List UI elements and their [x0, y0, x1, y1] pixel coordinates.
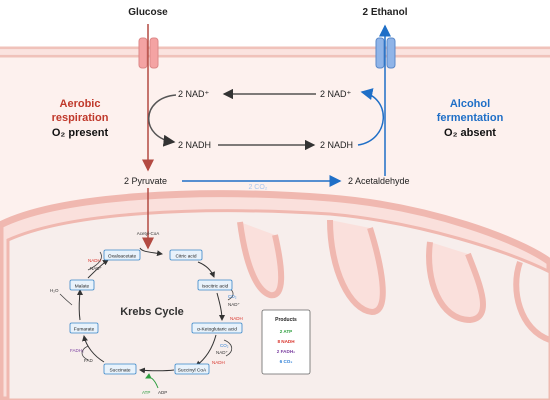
krebs-h2o-label: H₂O [50, 288, 59, 293]
fermentation-title-1: Alcohol [450, 98, 490, 110]
svg-text:Oxaloacetate: Oxaloacetate [108, 254, 137, 260]
side-arrow [81, 345, 89, 361]
cycle-arrow [87, 259, 109, 279]
krebs-node-citric-acid: Citric acid [169, 249, 203, 261]
pyruvate-label: 2 Pyruvate [124, 176, 167, 186]
svg-text:Citric acid: Citric acid [175, 254, 196, 260]
acetylcoa-label: Acetyl-CoA [137, 231, 160, 236]
side-arrow [223, 339, 233, 357]
krebs-nad-a-label: NAD⁺ [228, 302, 241, 307]
ethanol-label: 2 Ethanol [362, 7, 407, 18]
ethanol-transporter-icon [375, 37, 396, 69]
glucose-label: Glucose [128, 7, 168, 18]
cycle-arrow [197, 261, 215, 278]
aerobic-title-1: Aerobic [60, 98, 101, 110]
krebs-adp-label: ADP [158, 390, 167, 395]
plasma-membrane [0, 46, 550, 58]
fermentation-condition: O₂ absent [444, 127, 496, 139]
svg-text:α-Ketoglutaric acid: α-Ketoglutaric acid [197, 327, 237, 333]
krebs-node-succinate: Succinate [103, 363, 137, 375]
product-co2: 6 CO₂ [280, 359, 293, 364]
cycle-arrow [139, 367, 175, 374]
krebs-node-isocitric-acid: Isocitric acid [197, 279, 233, 291]
side-arrow [87, 251, 102, 271]
svg-text:Fumarate: Fumarate [74, 327, 95, 333]
svg-text:Succinate: Succinate [109, 368, 130, 374]
krebs-cycle-title: Krebs Cycle [120, 306, 184, 318]
product-nadh: 8 NADH [277, 339, 295, 344]
svg-text:Isocitric acid: Isocitric acid [202, 284, 229, 290]
krebs-node-fumarate: Fumarate [69, 322, 99, 334]
atp-arrow [145, 373, 159, 389]
product-atp: 2 ATP [280, 329, 293, 334]
nadh-right-label: 2 NADH [320, 140, 353, 150]
nad-right-label: 2 NAD⁺ [320, 89, 352, 99]
mitochondrion [0, 190, 550, 400]
svg-text:Succinyl CoA: Succinyl CoA [178, 368, 207, 374]
cycle-arrow [82, 335, 105, 363]
products-title: Products [275, 317, 297, 323]
krebs-node-oxaloacetate: Oxaloacetate [103, 249, 141, 261]
krebs-node-malate: Malate [69, 279, 95, 291]
krebs-nadh-b-label: NADH [212, 360, 225, 365]
krebs-nadh-label: NADH [88, 258, 101, 263]
fermentation-title-2: fermentation [437, 112, 504, 124]
krebs-nadh-a-label: NADH [230, 316, 243, 321]
krebs-co2-a-label: CO₂ [228, 294, 237, 299]
krebs-atp-label: ATP [142, 390, 150, 395]
krebs-co2-b-label: CO₂ [220, 343, 229, 348]
product-fadh2: 2 FADH₂ [277, 349, 295, 354]
acetaldehyde-label: 2 Acetaldehyde [348, 176, 410, 186]
side-arrow [59, 293, 73, 306]
krebs-cycle: Acetyl-CoA Oxaloacetate C [50, 231, 243, 395]
left-redox-curve [148, 94, 177, 147]
co2-arrow-label: 2 CO₂ [248, 184, 267, 191]
krebs-fad-label: FAD [84, 358, 94, 363]
krebs-fadh2-label: FADH₂ [70, 348, 84, 353]
right-redox-curve [357, 88, 385, 146]
cycle-arrow [139, 247, 163, 257]
cycle-arrow [76, 289, 83, 321]
products-box: Products 2 ATP 8 NADH 2 FADH₂ 6 CO₂ [261, 309, 311, 375]
krebs-node-succinyl-coa: Succinyl CoA [174, 363, 210, 375]
krebs-nad-b-label: NAD⁺ [216, 350, 229, 355]
krebs-node-alpha-ketoglutaric-acid: α-Ketoglutaric acid [191, 322, 243, 334]
krebs-nad-label: NAD⁺ [90, 266, 103, 271]
nadh-left-label: 2 NADH [178, 140, 211, 150]
aerobic-title-2: respiration [52, 112, 109, 124]
svg-text:Malate: Malate [75, 284, 90, 290]
cycle-arrow [216, 292, 225, 321]
nad-left-label: 2 NAD⁺ [178, 89, 210, 99]
glucose-transporter-icon [138, 37, 159, 69]
aerobic-condition: O₂ present [52, 127, 109, 139]
